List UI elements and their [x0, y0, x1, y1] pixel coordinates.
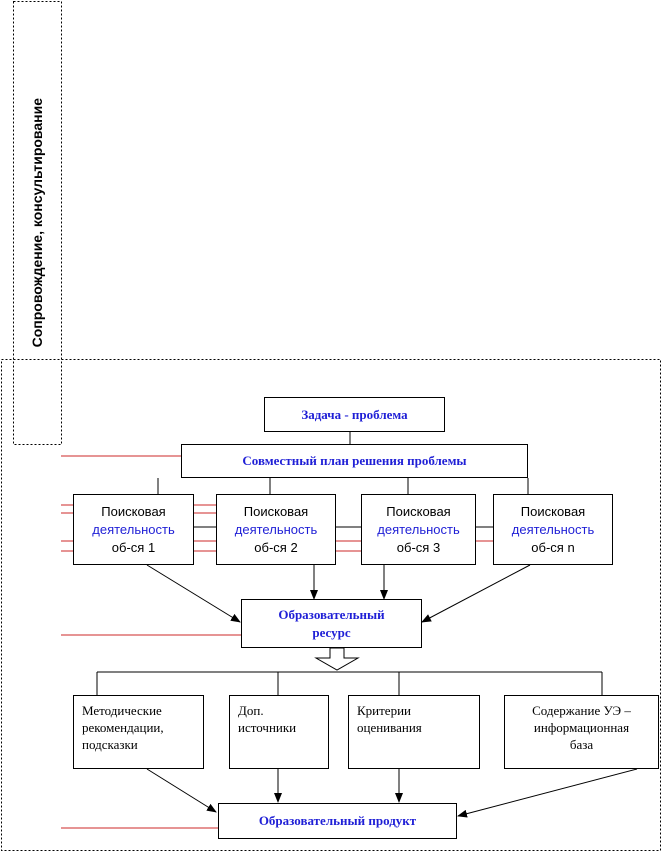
search-box-line3: об-ся 3 [396, 539, 441, 555]
search-box-line1: Поисковая [386, 503, 451, 519]
search-box-3: Поисковая деятельность об-ся 3 [361, 494, 476, 565]
resource-item-line3: подсказки [82, 737, 138, 752]
resource-item-sources: Доп. источники [229, 695, 329, 769]
search-box-line3: об-ся 2 [254, 539, 298, 555]
search-box-line2: деятельность [234, 521, 318, 537]
search-box-line1: Поисковая [520, 503, 586, 519]
search-box-2: Поисковая деятельность об-ся 2 [216, 494, 336, 565]
task-box: Задача - проблема [264, 397, 445, 432]
search-box-line2: деятельность [92, 521, 175, 537]
search-box-line1: Поисковая [101, 503, 166, 519]
resource-item-line1: Доп. [238, 703, 264, 718]
search-resource-arrow [146, 564, 241, 623]
resource-item-line1: Методические [82, 703, 162, 718]
resource-item-line2: оценивания [357, 720, 422, 735]
product-box-label: Образовательный продукт [258, 813, 417, 828]
resource-item-line1: Критерии [357, 703, 411, 718]
resource-item-line1: Содержание УЭ – [532, 703, 631, 718]
side-label-container: Сопровождение, консультирование [13, 1, 61, 444]
resource-item-criteria: Критерии оценивания [348, 695, 480, 769]
hollow-down-arrow [314, 647, 360, 671]
search-box-line3: об-ся 1 [111, 539, 156, 555]
item-product-arrow [457, 768, 638, 818]
resource-item-line2: информационная [533, 720, 630, 735]
search-box-line2: деятельность [511, 521, 595, 537]
resource-item-methodical: Методические рекомендации, подсказки [73, 695, 204, 769]
resource-item-content: Содержание УЭ – информационная база [504, 695, 659, 769]
item-product-arrow [146, 768, 217, 813]
task-box-label: Задача - проблема [301, 406, 408, 422]
search-box-1: Поисковая деятельность об-ся 1 [73, 494, 194, 565]
side-label: Сопровождение, консультирование [29, 97, 45, 348]
resource-box: Образовательный ресурс [241, 599, 422, 648]
search-box-line3: об-ся n [531, 539, 575, 555]
plan-box: Совместный план решения проблемы [181, 444, 528, 478]
resource-box-line1: Образовательный [278, 606, 385, 622]
resource-item-line2: источники [238, 720, 297, 735]
search-box-line2: деятельность [377, 521, 460, 537]
search-resource-arrow [421, 564, 531, 623]
search-box-line1: Поисковая [243, 503, 309, 519]
plan-box-label: Совместный план решения проблемы [242, 453, 467, 468]
product-box: Образовательный продукт [218, 803, 457, 839]
resource-box-line2: ресурс [312, 624, 351, 640]
main-frame [1, 359, 661, 851]
search-box-n: Поисковая деятельность об-ся n [493, 494, 613, 565]
resource-item-line3: база [569, 737, 594, 752]
resource-item-line2: рекомендации, [82, 720, 164, 735]
support-frame [13, 1, 62, 445]
